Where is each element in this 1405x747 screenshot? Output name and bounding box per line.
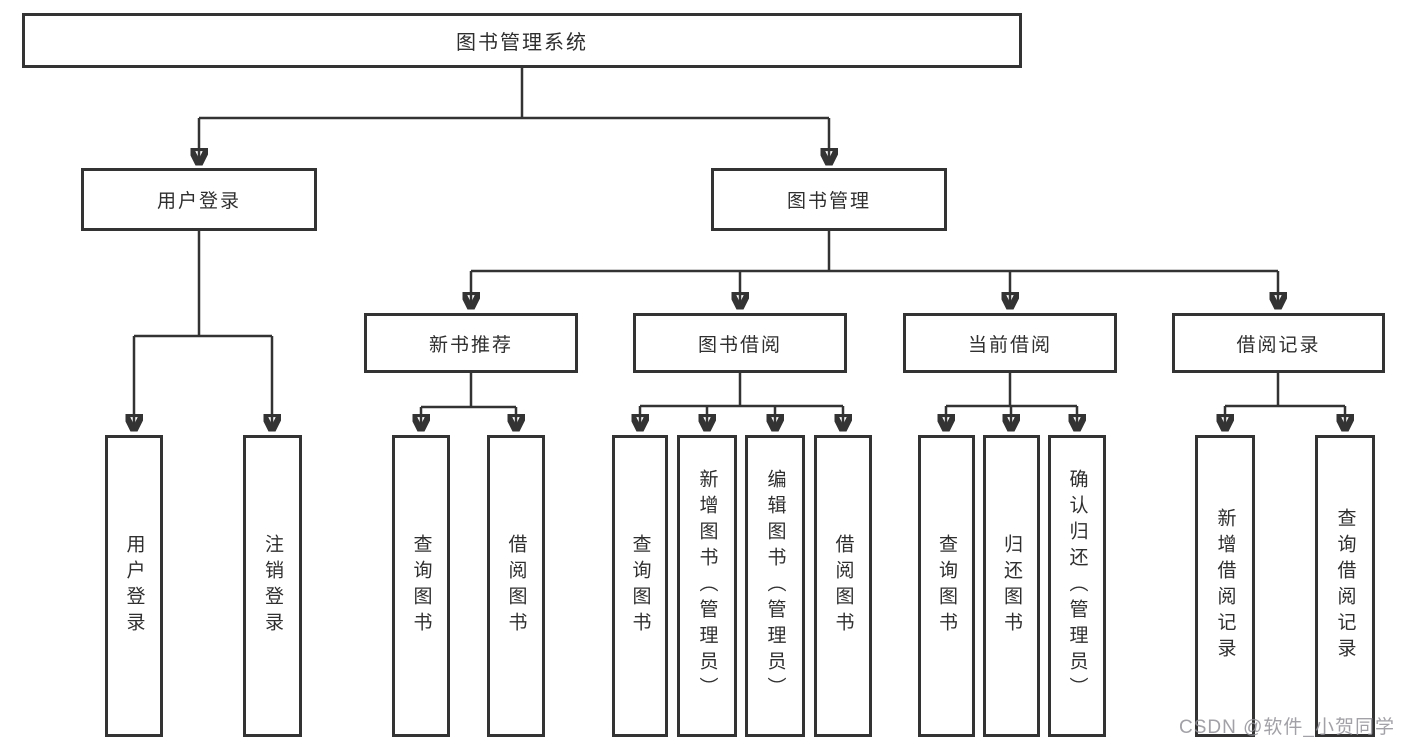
connector-new-book-rec-to-leaves: [421, 373, 516, 429]
connector-current-borrow-to-leaves: [946, 373, 1077, 429]
leaf-add-borrow-record: 新增借阅记录: [1195, 435, 1255, 737]
connector-root-to-level2: [199, 68, 829, 163]
leaf-query-books-1: 查询图书: [392, 435, 450, 737]
node-book-management: 图书管理: [711, 168, 947, 231]
leaf-borrow-books-1-label: 借阅图书: [505, 534, 527, 638]
leaf-add-borrow-record-label: 新增借阅记录: [1214, 508, 1236, 664]
node-user-login-label: 用户登录: [156, 191, 241, 212]
leaf-edit-books-admin-label: 编辑图书（管理员）: [764, 469, 786, 703]
node-current-borrowing: 当前借阅: [903, 313, 1117, 373]
node-book-borrowing: 图书借阅: [633, 313, 847, 373]
node-new-book-recommendation: 新书推荐: [364, 313, 578, 373]
leaf-query-borrow-record: 查询借阅记录: [1315, 435, 1375, 737]
node-book-borrowing-label: 图书借阅: [697, 334, 782, 356]
leaf-confirm-return-admin-label: 确认归还（管理员）: [1066, 469, 1088, 703]
leaf-borrow-books-2: 借阅图书: [814, 435, 872, 737]
node-book-management-label: 图书管理: [786, 191, 871, 212]
leaf-query-books-2-label: 查询图书: [629, 534, 651, 638]
node-borrowing-records-label: 借阅记录: [1236, 334, 1321, 356]
leaf-query-books-1-label: 查询图书: [410, 534, 432, 638]
node-borrowing-records: 借阅记录: [1172, 313, 1385, 373]
leaf-query-borrow-record-label: 查询借阅记录: [1334, 508, 1356, 664]
leaf-query-books-2: 查询图书: [612, 435, 668, 737]
connector-borrow-records-to-leaves: [1225, 373, 1345, 429]
leaf-logout: 注销登录: [243, 435, 302, 737]
leaf-user-login-label: 用户登录: [123, 534, 145, 638]
leaf-return-books: 归还图书: [983, 435, 1040, 737]
connector-user-login-to-leaves: [134, 231, 272, 429]
node-new-book-recommendation-label: 新书推荐: [428, 334, 513, 356]
leaf-add-books-admin: 新增图书（管理员）: [677, 435, 737, 737]
leaf-query-books-3-label: 查询图书: [936, 534, 957, 638]
node-current-borrowing-label: 当前借阅: [967, 334, 1052, 356]
leaf-return-books-label: 归还图书: [1001, 534, 1022, 638]
connector-book-mgmt-to-level3: [471, 231, 1278, 307]
node-user-login: 用户登录: [81, 168, 317, 231]
leaf-borrow-books-1: 借阅图书: [487, 435, 545, 737]
leaf-add-books-admin-label: 新增图书（管理员）: [696, 469, 718, 703]
leaf-query-books-3: 查询图书: [918, 435, 975, 737]
leaf-logout-label: 注销登录: [262, 534, 283, 638]
leaf-borrow-books-2-label: 借阅图书: [832, 534, 854, 638]
leaf-edit-books-admin: 编辑图书（管理员）: [745, 435, 805, 737]
leaf-user-login: 用户登录: [105, 435, 163, 737]
leaf-confirm-return-admin: 确认归还（管理员）: [1048, 435, 1106, 737]
node-root-system: 图书管理系统: [22, 13, 1022, 68]
node-root-label: 图书管理系统: [456, 32, 588, 54]
connector-book-borrow-to-leaves: [640, 373, 843, 429]
